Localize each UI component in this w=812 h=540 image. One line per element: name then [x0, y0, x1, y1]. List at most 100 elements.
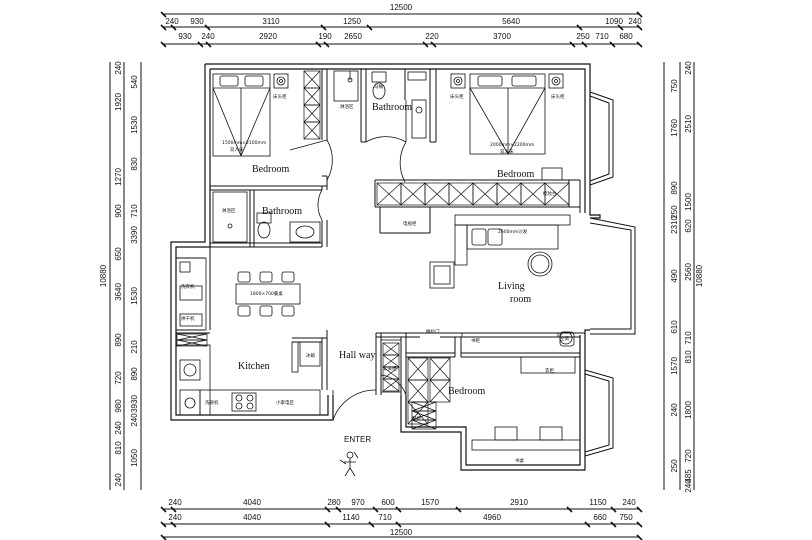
dim-top-row2: 220 [425, 32, 439, 41]
dim-bottom-row2: 1140 [342, 513, 360, 522]
note-bedside-1: 床头柜 [273, 93, 287, 100]
dim-left-inner: 540 [130, 75, 139, 89]
dim-bottom-row2: 750 [619, 513, 633, 522]
label-living-room: room [510, 294, 531, 305]
label-bedroom-se: Bedroom [448, 386, 485, 397]
note-dresser: 梳妆台 [543, 190, 557, 197]
note-bedside-3: 床头柜 [551, 93, 565, 100]
outer-walls [170, 63, 601, 471]
note-dining: 1800×700餐桌 [250, 290, 283, 297]
dim-bottom-row2: 4960 [483, 513, 501, 522]
dim-bottom-row1: 4040 [243, 498, 261, 507]
wardrobe-cabinets [176, 70, 570, 430]
cabinet-cell [382, 342, 400, 356]
note-dryer: 烘干机 [181, 315, 195, 322]
dim-top-row2: 250 [576, 32, 590, 41]
cabinet-cell [496, 182, 522, 206]
dim-right-inner: 610 [670, 320, 679, 334]
dim-right-outer: 620 [684, 219, 693, 233]
dim-left-inner: 830 [130, 157, 139, 171]
dim-left-outer: 900 [114, 204, 123, 218]
note-sofa: 2600mm沙发 [498, 228, 528, 235]
cabinet-cell [303, 121, 321, 140]
note-stove: 小家电区 [276, 399, 294, 406]
dim-top-row2: 190 [318, 32, 332, 41]
dim-left-outer: 980 [114, 399, 123, 413]
dim-right-inner: 2310 [670, 216, 679, 234]
door-swings [289, 100, 407, 421]
dim-top-total: 12500 [390, 3, 413, 12]
furniture [175, 70, 581, 451]
note-bed-ne: 双人床 [500, 148, 514, 155]
dim-right-outer: 2510 [684, 115, 693, 133]
cabinet-cell [411, 419, 437, 430]
dim-bottom-total: 12500 [390, 528, 413, 537]
entry-person-icon [339, 451, 359, 477]
dim-right-outer: 240 [684, 479, 693, 493]
note-bedside-2: 床头柜 [450, 93, 464, 100]
note-bed-ne-size: 2000mm×2200mm [490, 142, 534, 148]
dim-right-inner: 250 [670, 205, 679, 219]
cabinet-cell [448, 182, 474, 206]
dim-right-inner: 1570 [670, 357, 679, 375]
dim-left-inner: 240 [130, 413, 139, 427]
dim-left-inner: 1530 [130, 116, 139, 134]
cabinet-cell [303, 87, 321, 106]
dim-right-total: 10880 [695, 264, 704, 287]
label-bedroom-nw: Bedroom [252, 164, 289, 175]
dim-top-row2: 930 [178, 32, 192, 41]
dim-top-row1: 1250 [343, 17, 361, 26]
dim-bottom-row1: 240 [168, 498, 182, 507]
dim-bottom-row2: 660 [593, 513, 607, 522]
dim-left-outer: 240 [114, 61, 123, 75]
dim-top-row1: 240 [165, 17, 179, 26]
cabinet-cell [411, 401, 437, 412]
cabinet-cell [429, 357, 451, 381]
cabinet-cell [407, 357, 429, 381]
dim-left-outer: 1920 [114, 93, 123, 111]
dim-left-inner: 210 [130, 340, 139, 354]
dim-bottom-row1: 970 [351, 498, 365, 507]
dim-left-inner: 710 [130, 204, 139, 218]
dim-right-outer: 1500 [684, 193, 693, 211]
cabinet-cell [303, 104, 321, 123]
dim-left-outer: 1270 [114, 168, 123, 186]
dim-right-outer: 1800 [684, 401, 693, 419]
dim-right-inner: 490 [670, 269, 679, 283]
dim-bottom-row2: 4040 [243, 513, 261, 522]
note-bed-nw-size: 1500mm×2100mm [222, 140, 266, 146]
dim-top-row1: 5640 [502, 17, 520, 26]
bed-nw [212, 73, 271, 157]
cabinet-cell [176, 333, 208, 341]
dim-right-outer: 810 [684, 350, 693, 364]
cabinet-cell [429, 379, 451, 403]
note-bed-nw: 双人床 [230, 146, 244, 153]
dim-top-row1: 930 [190, 17, 204, 26]
dim-bottom-row1: 240 [622, 498, 636, 507]
note-study: 书桌 [515, 457, 524, 464]
dim-left-inner: 1050 [130, 449, 139, 467]
dim-bottom-row1: 280 [327, 498, 341, 507]
note-tv: 电视柜 [403, 220, 417, 227]
note-bathzone-w: 淋浴区 [222, 207, 236, 214]
label-hallway: Hall way [339, 350, 375, 361]
dim-left-total: 10880 [99, 264, 108, 287]
dim-right-outer: 485 [684, 469, 693, 483]
note-toilet: 马桶 [374, 83, 383, 90]
note-wardrobe: 衣柜 [545, 367, 554, 374]
dim-top-row2: 2650 [344, 32, 362, 41]
label-bathroom-n: Bathroom [372, 102, 412, 113]
cabinet-cell [382, 354, 400, 368]
cabinet-cell [376, 182, 402, 206]
dim-bottom-row1: 1570 [421, 498, 439, 507]
note-fridge: 冰箱 [306, 352, 315, 359]
dim-top-row2: 710 [595, 32, 609, 41]
cabinet-cell [303, 70, 321, 89]
cabinet-cell [520, 182, 546, 206]
dim-right-outer: 720 [684, 449, 693, 463]
dim-top-row2: 3700 [493, 32, 511, 41]
label-kitchen: Kitchen [238, 361, 270, 372]
dim-bottom-row1: 1150 [589, 498, 607, 507]
dim-left-inner: 890 [130, 367, 139, 381]
